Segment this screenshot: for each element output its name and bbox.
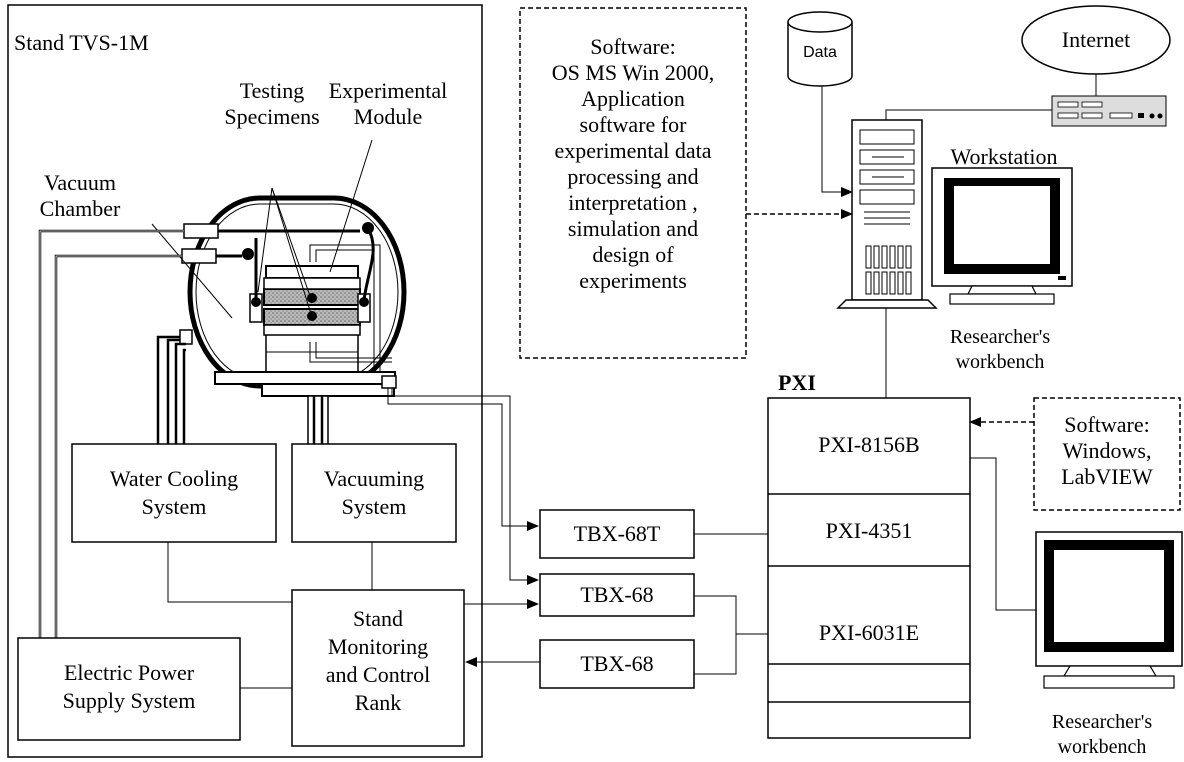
workstation-monitor-icon	[931, 167, 1073, 305]
second-monitor-icon	[1035, 531, 1183, 689]
power-supply-label-1: Electric Power	[63, 660, 195, 685]
network-hub-icon	[1051, 95, 1167, 127]
pxi-title: PXI	[778, 370, 816, 395]
stand-frame	[7, 4, 483, 758]
monitoring-label-3: and Control	[325, 662, 431, 687]
data-store-label: Data	[803, 44, 837, 61]
monitoring-label-1: Stand	[352, 606, 404, 631]
second-workbench-caption-1: Researcher's	[1051, 711, 1153, 733]
software-main-line-6: processing and	[567, 164, 699, 189]
tbx-68-box-1	[539, 573, 695, 617]
monitoring-box	[291, 589, 465, 747]
software-pxi-line-2: Windows,	[1062, 438, 1152, 463]
tbx-68-box-2	[539, 639, 695, 689]
second-workbench-caption-2: workbench	[1057, 736, 1147, 758]
experimental-module-label-2: Module	[353, 104, 423, 129]
stand-title: Stand TVS-1M	[14, 30, 149, 55]
software-main-line-10: experiments	[579, 268, 687, 293]
tbx-pxi-links	[694, 533, 768, 675]
software-pxi-line-1: Software:	[1064, 412, 1150, 437]
workstation-caption-2: workbench	[955, 351, 1045, 373]
vacuum-chamber	[179, 195, 407, 447]
power-supply-box	[17, 637, 241, 741]
water-cooling-label-1: Water Cooling	[109, 466, 239, 491]
monitoring-label-4: Rank	[354, 690, 402, 715]
pxi-module-8156b: PXI-8156B	[818, 432, 920, 457]
tbx-68-label-1: TBX-68	[580, 582, 654, 607]
tbx-68t-label: TBX-68T	[573, 521, 661, 546]
testing-specimens-label-2: Specimens	[224, 104, 320, 129]
software-main-line-3: Application	[581, 86, 685, 111]
vacuuming-label-1: Vacuuming	[323, 466, 425, 491]
monitoring-label-2: Monitoring	[327, 634, 429, 659]
workstation-tower-icon	[836, 119, 938, 309]
data-store-icon	[787, 11, 853, 87]
workstation-label: Workstation	[950, 144, 1058, 169]
software-main-line-9: design of	[592, 242, 674, 267]
stand-connections	[167, 542, 373, 689]
pxi-chassis	[767, 397, 971, 739]
software-main-line-2: OS MS Win 2000,	[551, 60, 715, 85]
water-cooling-box	[71, 443, 277, 543]
software-pxi-line-3: LabVIEW	[1061, 464, 1153, 489]
power-supply-label-2: Supply System	[62, 688, 196, 713]
water-cooling-label-2: System	[141, 494, 207, 519]
experimental-module-label-1: Experimental	[328, 78, 448, 103]
software-main-line-7: interpretation ,	[568, 190, 698, 215]
sensor-arrows	[387, 388, 540, 667]
software-main-line-1: Software:	[590, 34, 676, 59]
software-main-line-8: simulation and	[567, 216, 699, 241]
vacuuming-label-2: System	[341, 494, 407, 519]
pxi-module-4351: PXI-4351	[825, 518, 913, 543]
vacuum-chamber-label-1: Vacuum	[43, 170, 117, 195]
pxi-monitor-link	[970, 457, 1036, 611]
software-main-line-4: software for	[579, 112, 687, 137]
workstation-caption-1: Researcher's	[949, 326, 1051, 348]
testing-specimens-label-1: Testing	[239, 78, 305, 103]
internet-label: Internet	[1061, 27, 1131, 52]
tbx-68-label-2: TBX-68	[580, 651, 654, 676]
vacuum-chamber-label-2: Chamber	[39, 196, 121, 221]
software-pxi-box	[1033, 397, 1181, 511]
pxi-module-6031e: PXI-6031E	[818, 620, 920, 645]
vacuuming-box	[291, 443, 457, 543]
label-pointers	[151, 139, 373, 319]
software-main-line-5: experimental data	[554, 138, 712, 163]
software-main-box	[519, 7, 747, 359]
data-link-arrow	[821, 86, 853, 197]
